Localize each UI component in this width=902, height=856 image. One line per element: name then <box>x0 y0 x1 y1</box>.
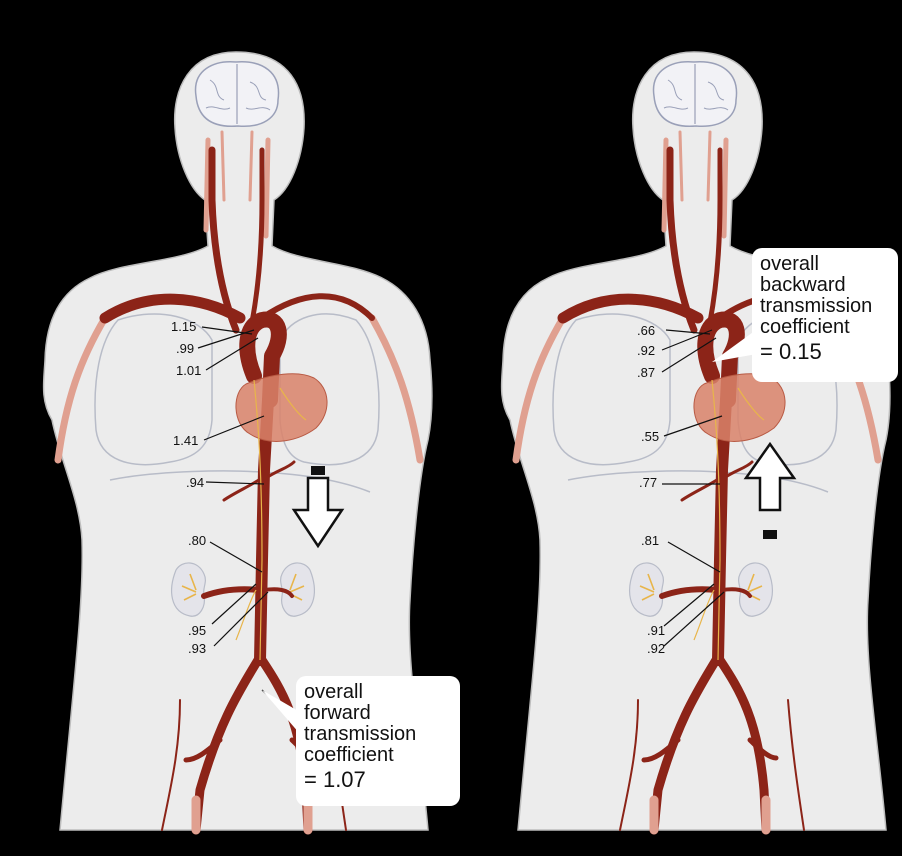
coefficient-label: .92 <box>637 344 655 358</box>
callout-value: = 0.15 <box>760 340 890 364</box>
coefficient-label: .91 <box>647 624 665 638</box>
callout-line: coefficient <box>304 745 452 766</box>
coefficient-label: 1.01 <box>176 364 201 378</box>
callout-value: = 1.07 <box>304 768 452 792</box>
backward-coefficient-callout: overall backward transmission coefficien… <box>752 248 898 382</box>
callout-line: overall <box>304 682 452 703</box>
coefficient-label: .77 <box>639 476 657 490</box>
callout-line: coefficient <box>760 317 890 338</box>
coefficient-label: .66 <box>637 324 655 338</box>
coefficient-label: 1.41 <box>173 434 198 448</box>
coefficient-label: .95 <box>188 624 206 638</box>
coefficient-label: 1.15 <box>171 320 196 334</box>
coefficient-label: .87 <box>637 366 655 380</box>
forward-coefficient-callout: overall forward transmission coefficient… <box>296 676 460 806</box>
coefficient-label: .80 <box>188 534 206 548</box>
callout-line: overall <box>760 254 890 275</box>
coefficient-label: .93 <box>188 642 206 656</box>
coefficient-label: .81 <box>641 534 659 548</box>
coefficient-label: .55 <box>641 430 659 444</box>
panel-backward <box>502 52 890 830</box>
coefficient-label: .94 <box>186 476 204 490</box>
callout-line: transmission <box>304 724 452 745</box>
callout-line: transmission <box>760 296 890 317</box>
callout-line: forward <box>304 703 452 724</box>
coefficient-label: .99 <box>176 342 194 356</box>
callout-line: backward <box>760 275 890 296</box>
coefficient-label: .92 <box>647 642 665 656</box>
